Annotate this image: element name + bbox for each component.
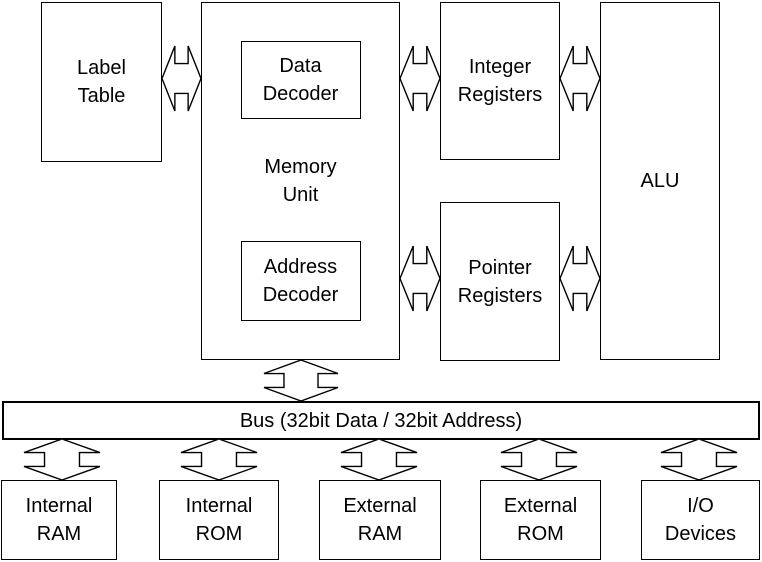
node-internal-ram: Internal RAM [1, 480, 117, 560]
node-memory-unit: Memory Unit Data Decoder Address Decoder [201, 2, 400, 360]
arrow-bus-external-rom-icon [501, 439, 577, 480]
arrow-memory-unit-pointer-registers-icon [400, 246, 440, 311]
node-io-devices: I/O Devices [641, 480, 760, 560]
node-data-decoder: Data Decoder [240, 40, 361, 119]
label-table-label: Label Table [77, 57, 126, 107]
arrow-integer-registers-alu-icon [560, 46, 600, 111]
arrow-bus-internal-ram-icon [24, 439, 100, 480]
node-address-decoder: Address Decoder [240, 240, 361, 321]
alu-label: ALU [640, 170, 680, 192]
node-label-table: Label Table [41, 2, 162, 162]
arrow-label-table-memory-unit-icon [162, 46, 201, 111]
internal-rom-label: Internal ROM [185, 495, 253, 545]
address-decoder-label: Address Decoder [262, 255, 339, 306]
arrow-memory-unit-integer-registers-icon [400, 46, 440, 111]
node-pointer-registers: Pointer Registers [440, 202, 560, 361]
pointer-registers-label: Pointer Registers [457, 256, 543, 307]
data-decoder-label: Data Decoder [262, 54, 339, 105]
node-internal-rom: Internal ROM [159, 480, 279, 560]
external-rom-label: External ROM [503, 495, 578, 545]
arrow-bus-internal-rom-icon [181, 439, 257, 480]
node-integer-registers: Integer Registers [440, 2, 560, 160]
arrow-memory-unit-bus-icon [264, 360, 338, 401]
node-external-ram: External RAM [319, 480, 441, 560]
node-alu: ALU [600, 2, 720, 360]
external-ram-label: External RAM [343, 495, 417, 545]
arrow-bus-external-ram-icon [341, 439, 417, 480]
arrow-pointer-registers-alu-icon [560, 246, 600, 311]
arrow-bus-io-devices-icon [661, 439, 737, 480]
internal-ram-label: Internal RAM [25, 495, 93, 545]
integer-registers-label: Integer Registers [457, 56, 543, 106]
bus-bar: Bus (32bit Data / 32bit Address) [2, 401, 760, 440]
bus-label: Bus (32bit Data / 32bit Address) [239, 409, 523, 432]
node-external-rom: External ROM [480, 480, 601, 560]
memory-unit-label: Memory Unit [264, 156, 337, 206]
io-devices-label: I/O Devices [664, 495, 737, 545]
